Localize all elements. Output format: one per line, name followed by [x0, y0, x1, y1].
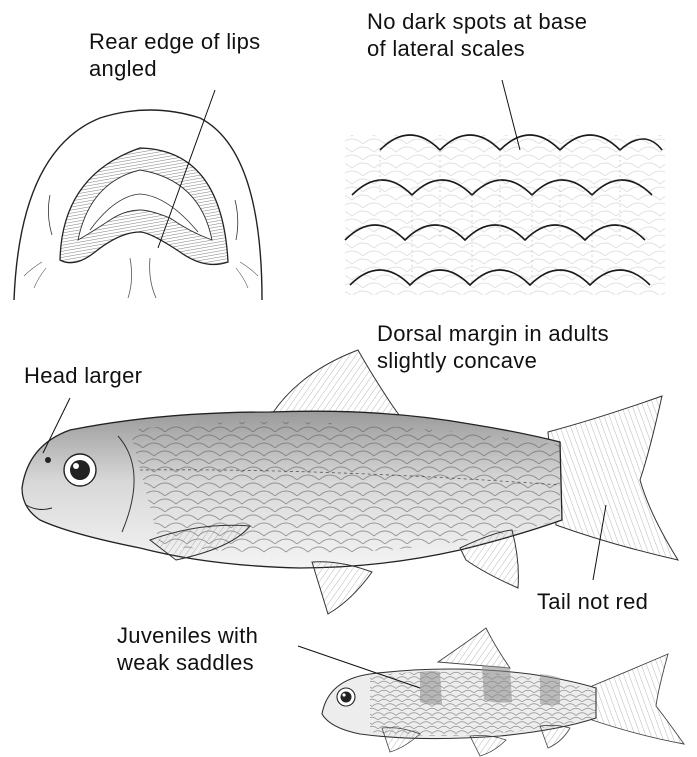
- label-lips-line2: angled: [89, 55, 260, 82]
- juvenile-dorsal-fin: [438, 628, 510, 668]
- barbel-right: [236, 262, 258, 288]
- cheek-curve-left: [48, 195, 52, 235]
- scale-closeup-illustration: [345, 135, 665, 295]
- label-scales-line1: No dark spots at base: [367, 8, 587, 35]
- juvenile-saddle-2: [482, 666, 512, 703]
- label-dorsal-line2: slightly concave: [377, 347, 609, 374]
- nostril: [45, 457, 51, 463]
- juvenile-eye-iris: [341, 692, 352, 703]
- juvenile-tail-fin: [592, 654, 684, 744]
- label-tail-line1: Tail not red: [537, 588, 648, 615]
- throat-line-right: [150, 258, 156, 298]
- label-head: Head larger: [24, 362, 142, 389]
- label-juveniles-line2: weak saddles: [117, 649, 258, 676]
- tail-fin: [548, 396, 678, 560]
- barbel-left: [24, 262, 46, 288]
- pelvic-fin: [312, 562, 372, 614]
- label-lips-line1: Rear edge of lips: [89, 28, 260, 55]
- label-juveniles-line1: Juveniles with: [117, 622, 258, 649]
- juvenile-fish-illustration: [322, 628, 684, 756]
- mouth-underside-illustration: [14, 110, 262, 300]
- label-juveniles: Juveniles with weak saddles: [117, 622, 258, 676]
- scale-stipple: [345, 135, 665, 295]
- label-scales: No dark spots at base of lateral scales: [367, 8, 587, 62]
- adult-eye-highlight: [73, 463, 79, 469]
- juvenile-pelvic-fin: [470, 736, 506, 757]
- adult-eye-iris: [70, 460, 90, 480]
- label-dorsal-line1: Dorsal margin in adults: [377, 320, 609, 347]
- throat-line-left: [128, 258, 132, 298]
- label-tail: Tail not red: [537, 588, 648, 615]
- label-scales-line2: of lateral scales: [367, 35, 587, 62]
- label-lips: Rear edge of lips angled: [89, 28, 260, 82]
- juvenile-anal-fin: [540, 725, 570, 748]
- juvenile-saddle-1: [420, 671, 442, 705]
- label-head-line1: Head larger: [24, 362, 142, 389]
- adult-fish-illustration: [22, 350, 678, 614]
- label-dorsal: Dorsal margin in adults slightly concave: [377, 320, 609, 374]
- cheek-curve-right: [235, 200, 238, 240]
- juvenile-eye-highlight: [342, 693, 345, 696]
- juvenile-saddle-3: [540, 674, 560, 705]
